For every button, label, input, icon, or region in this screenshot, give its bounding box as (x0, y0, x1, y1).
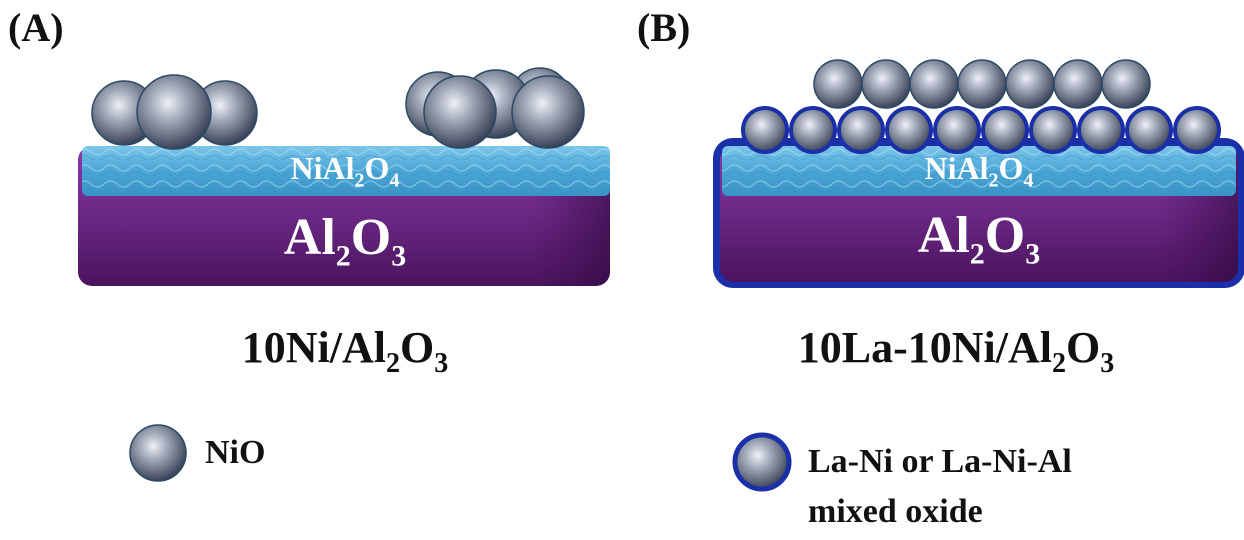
legend-nio-symbol (129, 424, 187, 482)
panel-a-nio-particles-right (405, 67, 585, 149)
legend-mixed-oxide-symbol (732, 432, 792, 492)
panel-b-film-label: NiAl2O4 (924, 150, 1034, 192)
panel-b-caption: 10La-10Ni/Al2O3 (797, 323, 1115, 379)
panel-b-coated-particles-bottom-row (741, 106, 1221, 154)
legend-mixed-oxide-label-line1: La-Ni or La-Ni-Al (808, 443, 1072, 480)
panel-a-film-label: NiAl2O4 (290, 150, 400, 192)
panel-a-nio-particles-left (91, 74, 258, 150)
panel-b-particles-top-row (813, 59, 1151, 109)
panel-b-diagram (713, 59, 1244, 288)
legend-mixed-oxide-label-line2: mixed oxide (808, 493, 983, 530)
panel-b-label: (B) (637, 5, 691, 50)
panel-a-label: (A) (8, 5, 64, 50)
panel-b-substrate-label: Al2O3 (917, 207, 1041, 271)
panel-a-caption: 10Ni/Al2O3 (241, 323, 449, 379)
panel-a-diagram (78, 67, 610, 286)
panel-a-substrate-label: Al2O3 (283, 209, 407, 273)
legend-nio-label: NiO (205, 434, 266, 471)
